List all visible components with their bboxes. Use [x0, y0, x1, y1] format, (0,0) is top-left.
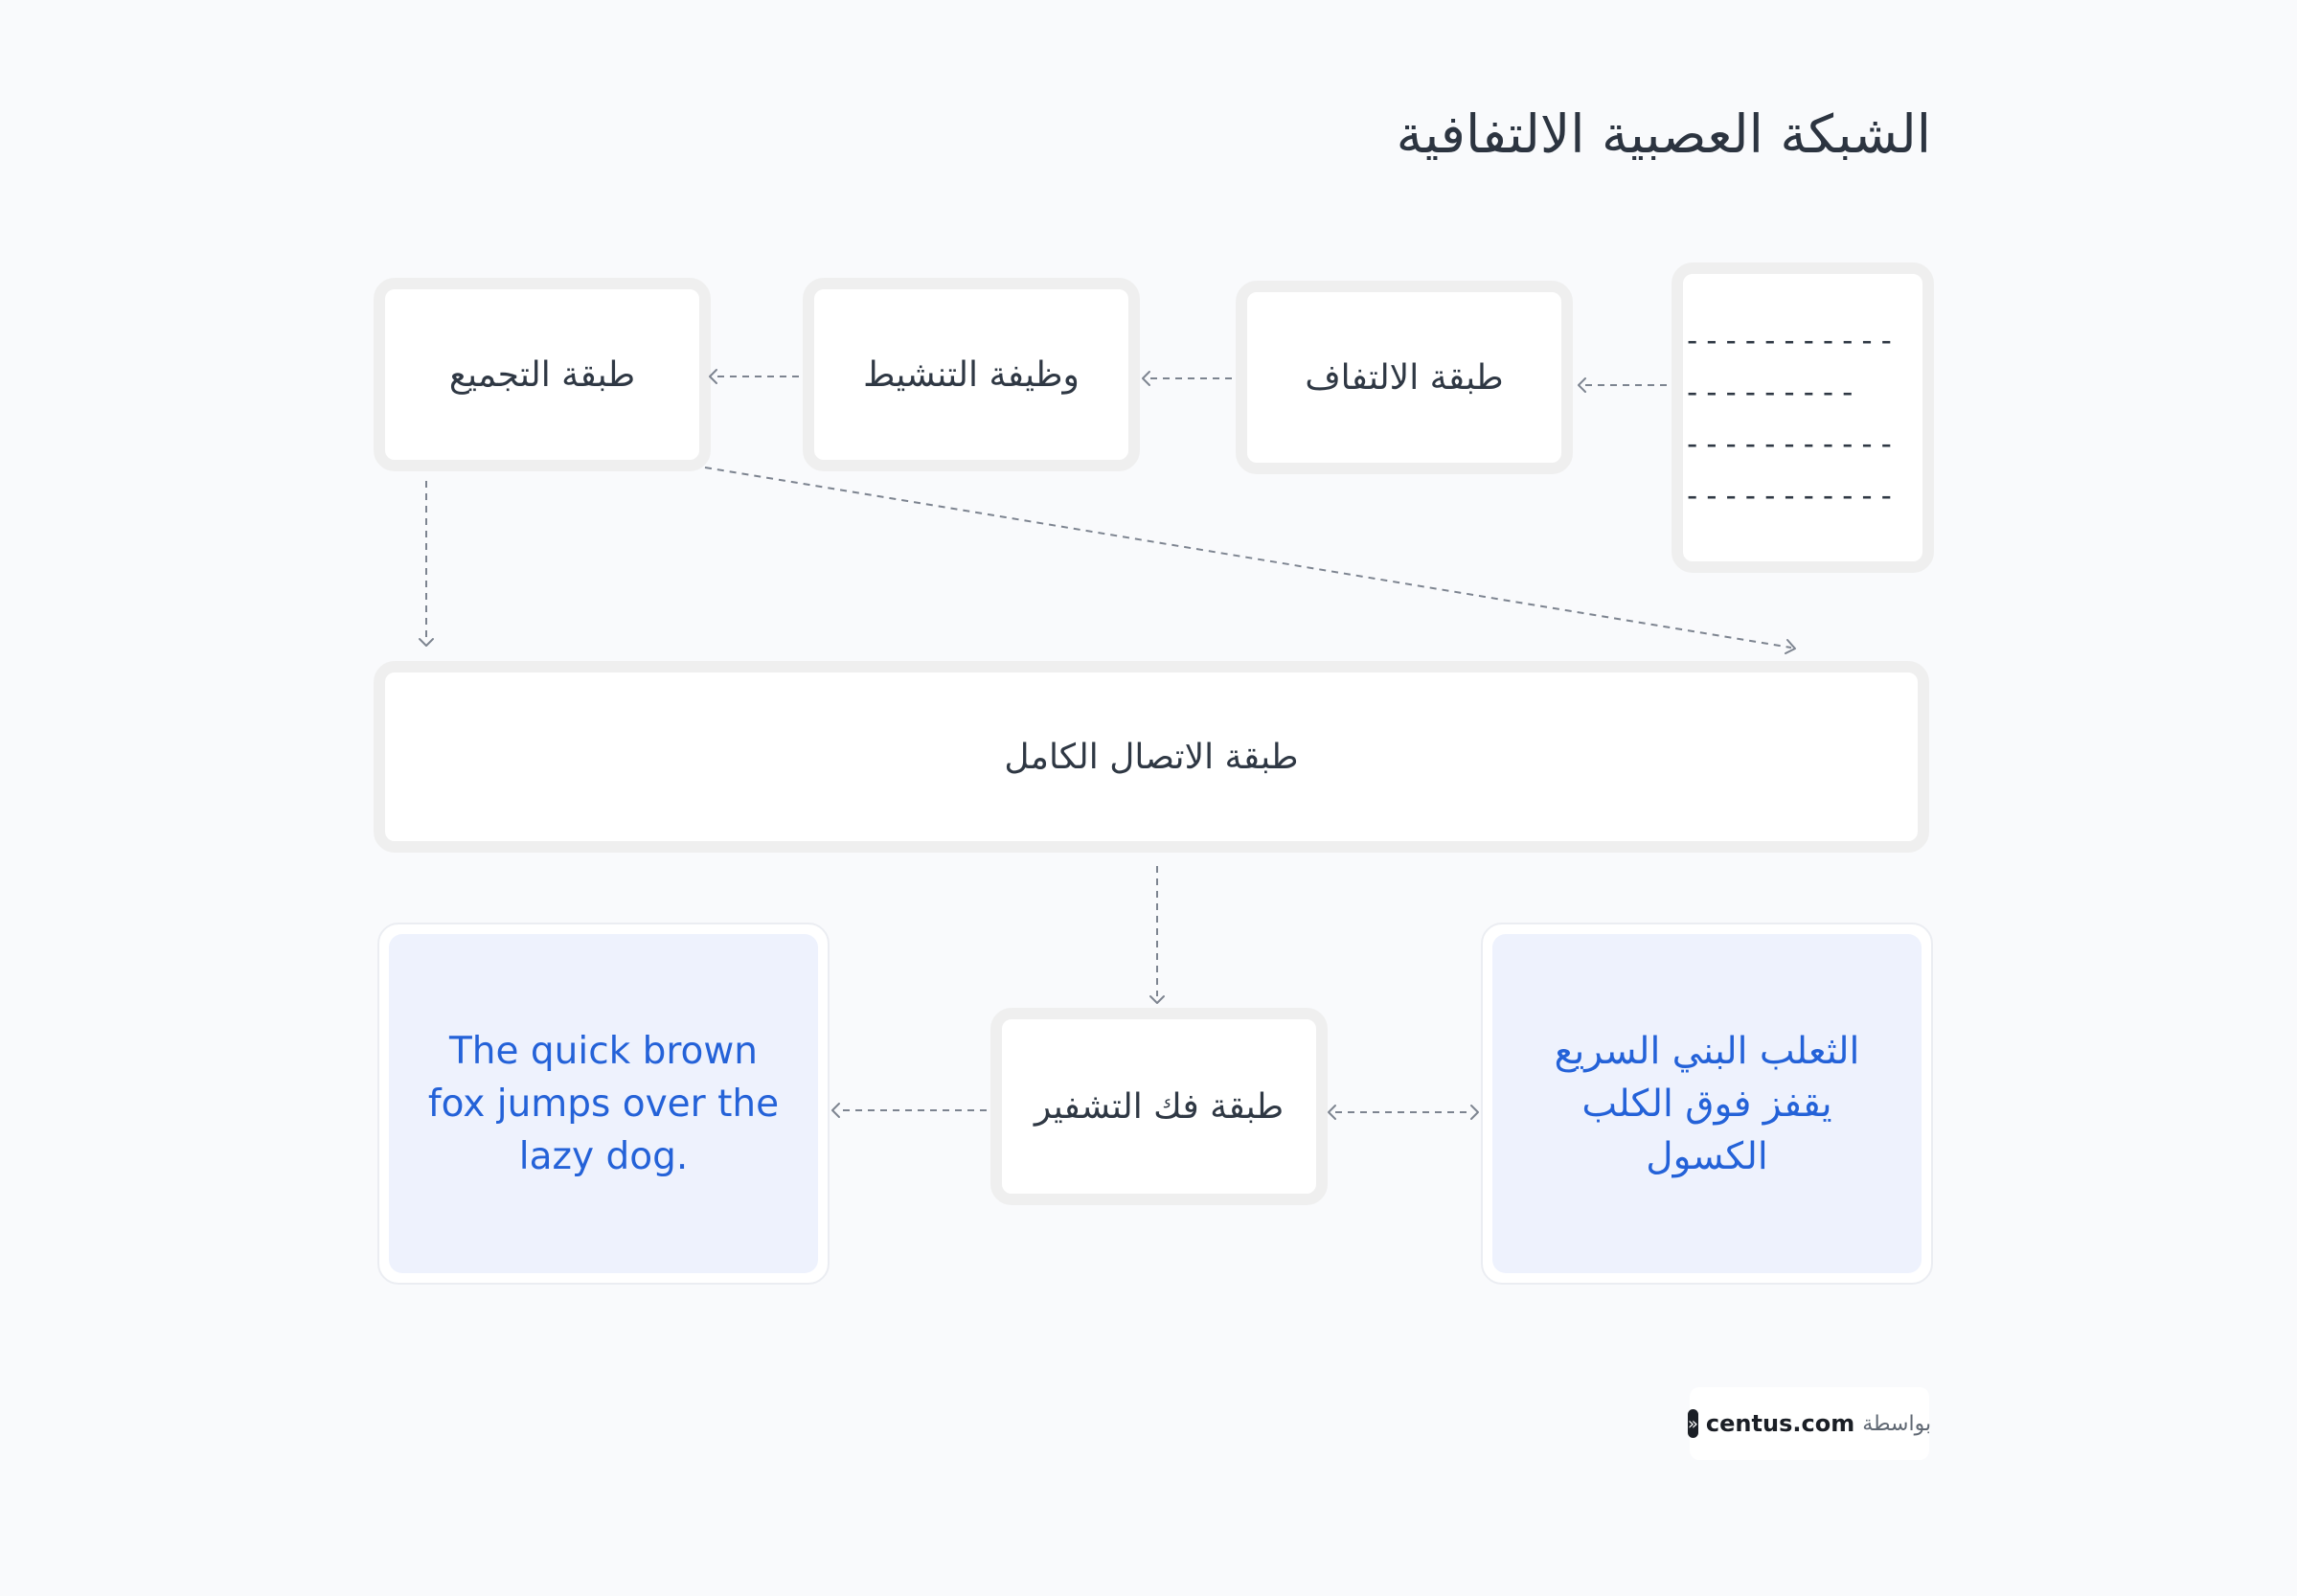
- arrowhead-fully-connected-left: [419, 638, 434, 647]
- output-text: The quick brown fox jumps over the lazy …: [389, 934, 818, 1273]
- arrowhead-convolution: [1578, 377, 1586, 393]
- arrowhead-decoder: [1149, 995, 1165, 1004]
- convolution-layer-box: طبقة الالتفاف: [1236, 281, 1573, 474]
- centus-badge[interactable]: » centus.com بواسطة: [1687, 1387, 1932, 1460]
- decoder-layer-box: طبقة فك التشفير: [990, 1008, 1328, 1205]
- arrowhead-input-text: [1470, 1105, 1479, 1120]
- centus-logo-icon: »: [1687, 1409, 1698, 1438]
- input-text-box: الثعلب البني السريع يقفز فوق الكلب الكسو…: [1481, 923, 1933, 1285]
- input-text: الثعلب البني السريع يقفز فوق الكلب الكسو…: [1492, 934, 1922, 1273]
- badge-brand: centus.com: [1705, 1410, 1855, 1437]
- fully-connected-layer-box: طبقة الاتصال الكامل: [374, 661, 1929, 853]
- output-text-box: The quick brown fox jumps over the lazy …: [377, 923, 830, 1285]
- arrowhead-pooling: [709, 369, 717, 384]
- activation-function-box: وظيفة التنشيط: [803, 278, 1140, 471]
- arrowhead-decoder-left: [1328, 1105, 1336, 1120]
- arrowhead-output: [831, 1103, 840, 1118]
- pooling-layer-box: طبقة التجميع: [374, 278, 711, 471]
- arrow-pooling-to-fully-connected-diagonal: [704, 467, 1792, 649]
- diagram-title: الشبكة العصبية الالتفافية: [1396, 103, 1931, 165]
- badge-by: بواسطة: [1862, 1411, 1932, 1436]
- arrowhead-activation: [1142, 371, 1150, 386]
- arrowhead-fully-connected-right: [1785, 639, 1796, 654]
- input-matrix-box: ----------- --------- ----------- ------…: [1672, 262, 1934, 573]
